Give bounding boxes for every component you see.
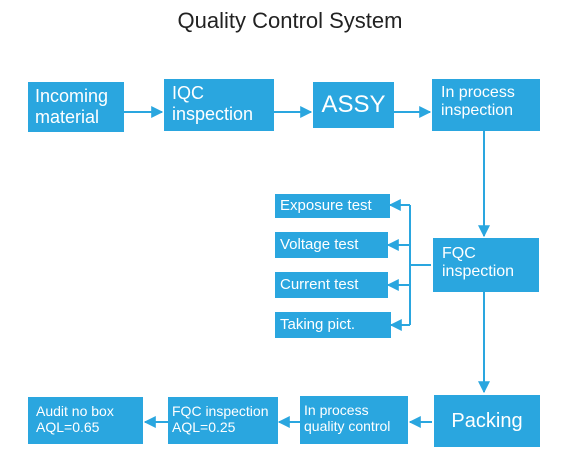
ipqc-line1: In process [304, 402, 369, 418]
exposure-test-label: Exposure test [280, 197, 372, 214]
fqc-inspection-line2: inspection [442, 263, 515, 281]
fqc-inspection-box: FQC inspection [433, 238, 539, 292]
iqc-inspection-line2: inspection [172, 103, 254, 124]
in-process-inspection-line2: inspection [441, 102, 514, 120]
current-test-box: Current test [275, 272, 388, 298]
diagram-title: Quality Control System [177, 8, 403, 33]
incoming-material-line2: material [35, 106, 100, 127]
fqc-aql-line2: AQL=0.25 [172, 419, 236, 436]
taking-pict-box: Taking pict. [275, 312, 391, 338]
exposure-test-box: Exposure test [275, 194, 390, 218]
incoming-material-box: Incoming material [28, 82, 124, 132]
taking-pict-label: Taking pict. [280, 316, 356, 333]
audit-no-box-box: Audit no box AQL=0.65 [28, 397, 143, 444]
packing-label: Packing [451, 409, 523, 432]
voltage-test-label: Voltage test [280, 236, 359, 253]
packing-box: Packing [434, 395, 540, 447]
assy-box: ASSY [313, 82, 394, 128]
current-test-label: Current test [280, 276, 359, 293]
fqc-inspection-aql-box: FQC inspection AQL=0.25 [168, 397, 278, 444]
fqc-inspection-line1: FQC [442, 245, 476, 262]
voltage-test-box: Voltage test [275, 232, 388, 258]
in-process-inspection-line1: In process [441, 84, 515, 101]
iqc-inspection-box: IQC inspection [164, 79, 274, 131]
iqc-inspection-line1: IQC [172, 83, 205, 103]
in-process-inspection-box: In process inspection [432, 79, 540, 131]
audit-line1: Audit no box [36, 403, 114, 419]
ipqc-line2: quality control [304, 418, 391, 435]
audit-line2: AQL=0.65 [36, 419, 100, 436]
in-process-quality-control-box: In process quality control [300, 396, 408, 444]
assy-label: ASSY [321, 91, 386, 119]
incoming-material-line1: Incoming [35, 86, 109, 106]
fqc-aql-line1: FQC inspection [172, 403, 269, 419]
